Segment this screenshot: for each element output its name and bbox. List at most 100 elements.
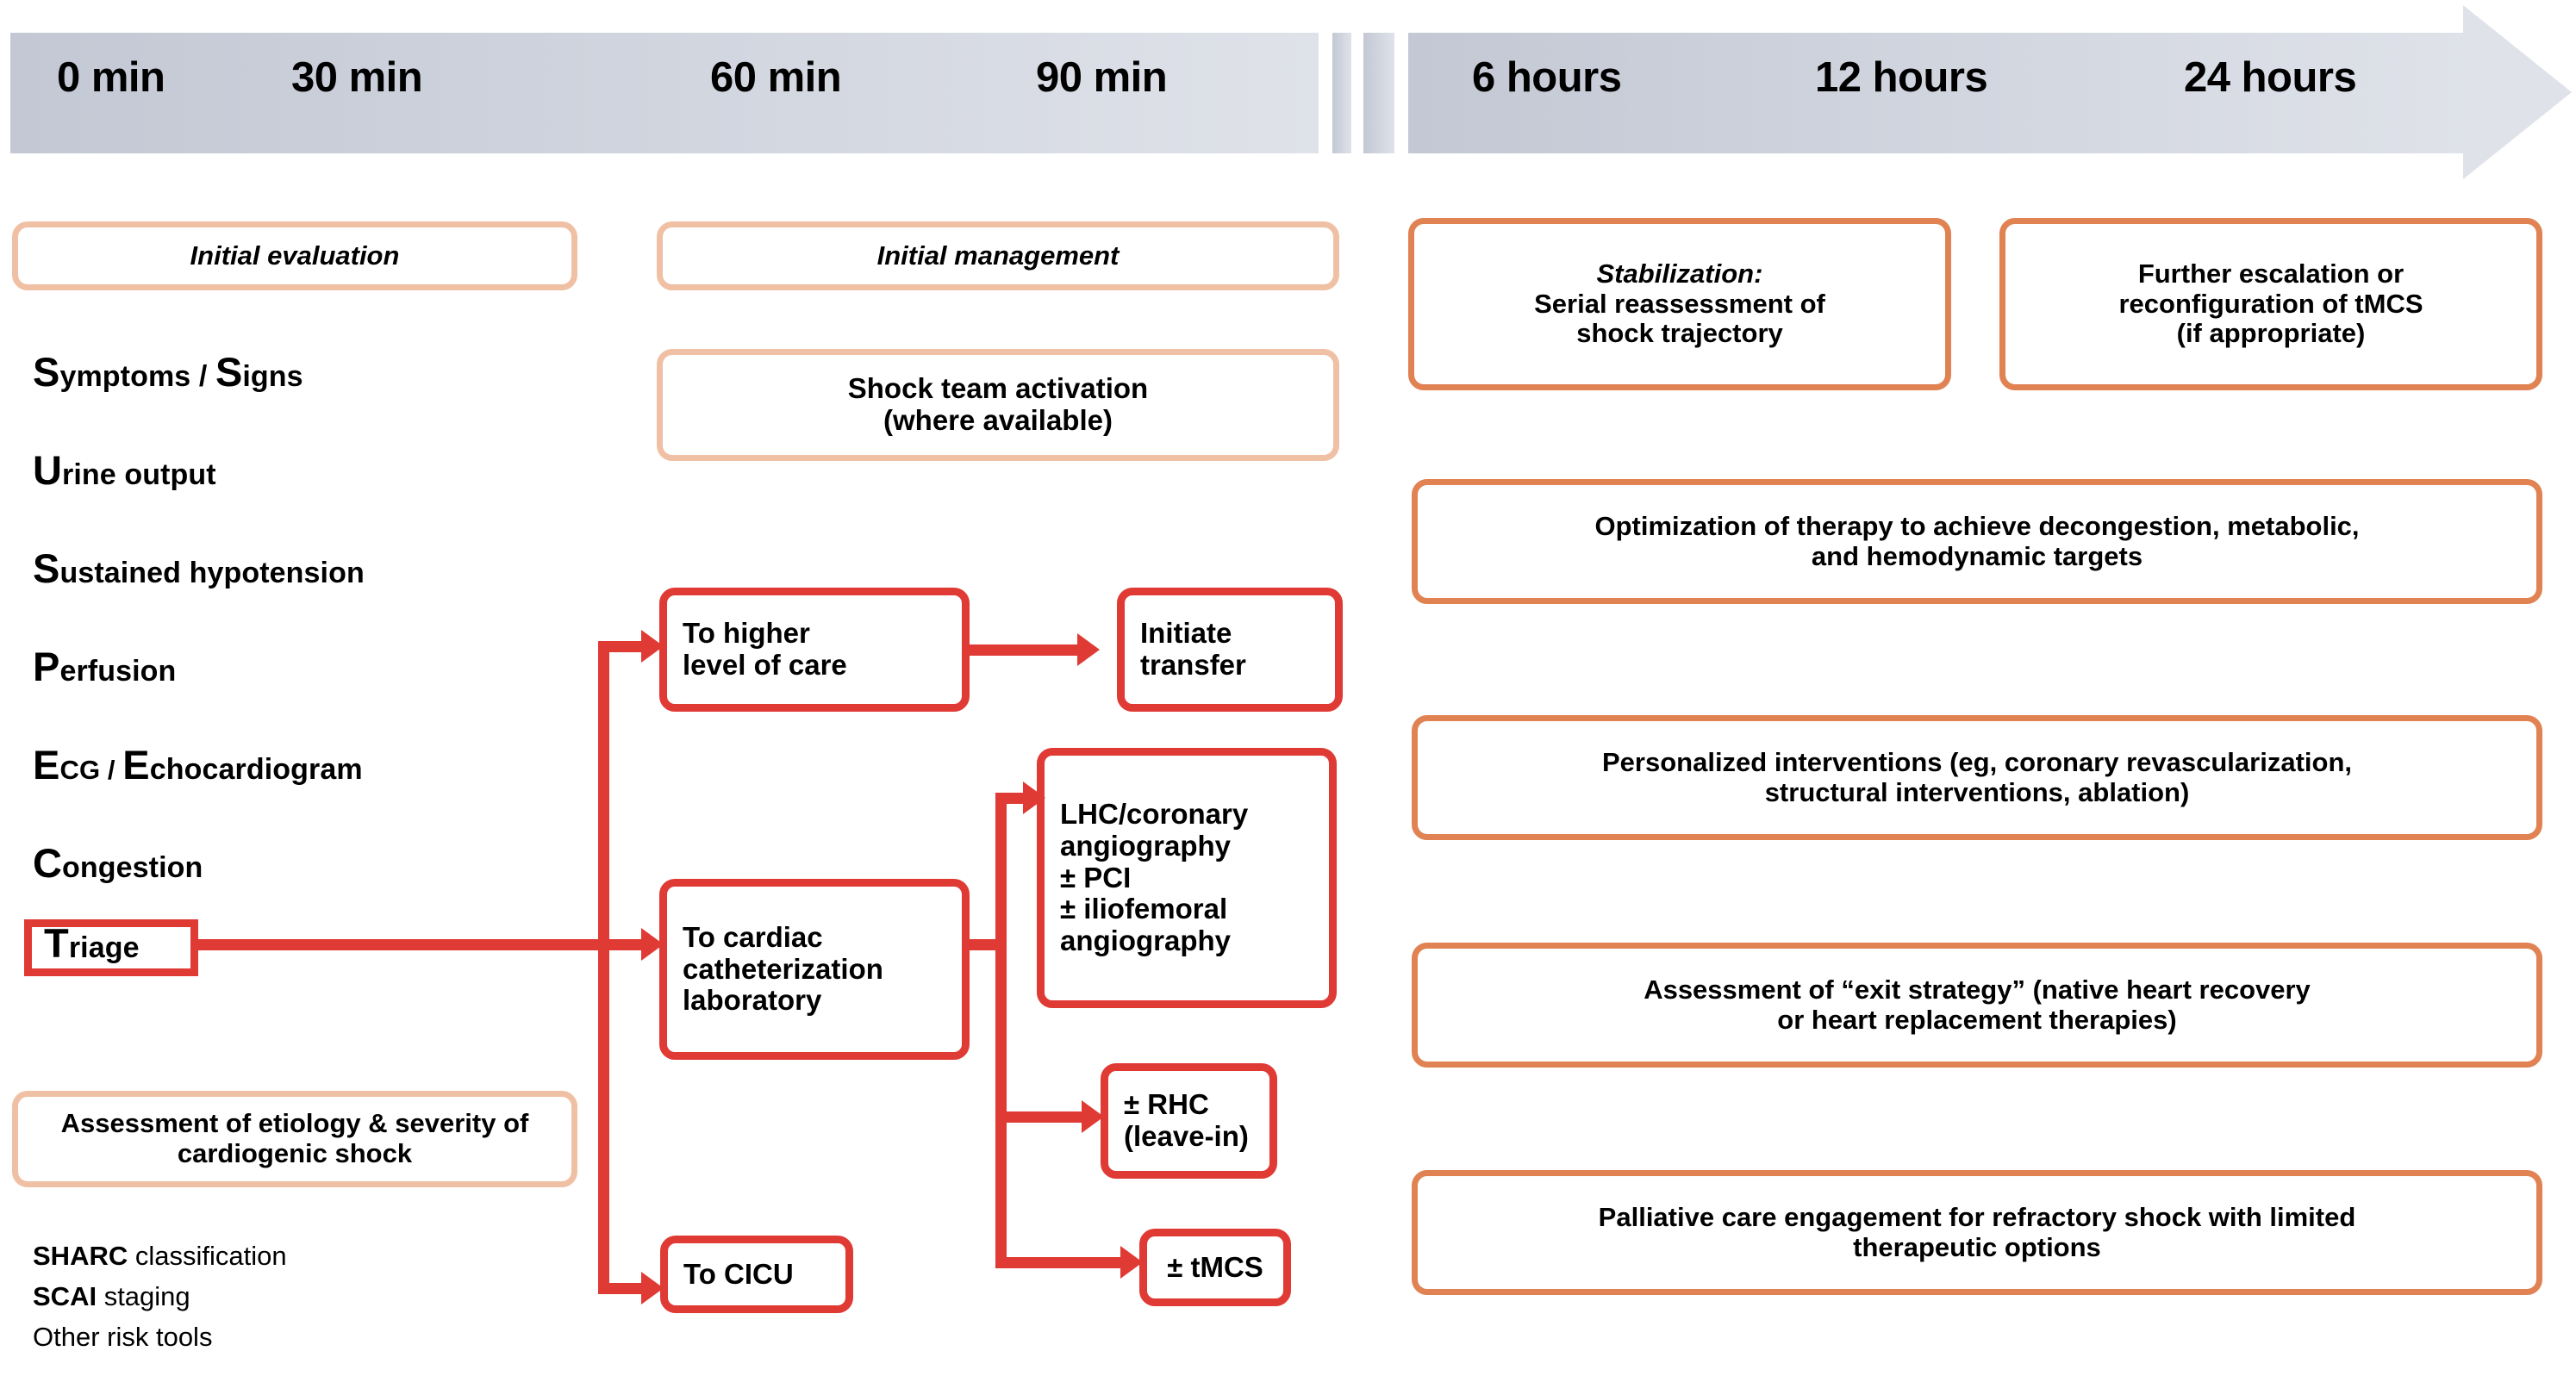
risk-tool-scai-bold: SCAI	[33, 1281, 97, 1311]
acronym-item-symptoms-signs: Symptoms / Signs	[33, 352, 303, 394]
acronym-cap-p: P	[33, 644, 60, 689]
timeline-label-6hours: 6 hours	[1472, 54, 1622, 101]
risk-tool-scai: SCAI staging	[33, 1281, 190, 1312]
risk-tool-sharc: SHARC classification	[33, 1241, 287, 1272]
acronym-cap-s3: S	[33, 545, 60, 591]
timeline-label-12hours: 12 hours	[1815, 54, 1988, 101]
shock-team-line-1: Shock team activation	[847, 372, 1149, 405]
timeline-label-24hours: 24 hours	[2184, 54, 2357, 101]
arrow-head-to-cicu-icon	[641, 1272, 664, 1304]
acronym-rest-perfusion: erfusion	[59, 655, 177, 688]
arrow-head-rhc-icon	[1082, 1100, 1104, 1133]
arrow-head-initiate-transfer-icon	[1077, 633, 1100, 666]
acronym-rest-signs: igns	[242, 360, 303, 393]
connector-trunk-to-cath-lab	[598, 939, 641, 950]
lhc-line-1: LHC/coronary	[1060, 797, 1249, 830]
initial-evaluation-header-box: Initial evaluation	[12, 221, 577, 290]
to-cath-line-2: catheterization	[683, 952, 883, 985]
acronym-cap-u: U	[33, 447, 63, 493]
acronym-item-triage: Triage	[44, 923, 140, 964]
personalized-interventions-box: Personalized interventions (eg, coronary…	[1412, 715, 2542, 840]
exit-line-2: or heart replacement therapies)	[1777, 1004, 2177, 1035]
timeline-arrow-head-icon	[2463, 5, 2572, 179]
stabilization-box: Stabilization: Serial reassessment of sh…	[1408, 218, 1951, 390]
connector-trunk2-to-lhc	[995, 793, 1032, 804]
initial-management-header-box: Initial management	[657, 221, 1339, 290]
optimization-line-2: and hemodynamic targets	[1811, 540, 2143, 571]
connector-trunk-to-cicu	[598, 1283, 641, 1294]
acronym-item-sustained-hypotension: Sustained hypotension	[33, 548, 365, 590]
initiate-transfer-box: Initiate transfer	[1117, 588, 1343, 712]
timeline-break-tick-1	[1332, 33, 1351, 153]
rhc-leave-in-box: ± RHC (leave-in)	[1101, 1063, 1277, 1179]
initiate-line-1: Initiate	[1140, 617, 1232, 650]
risk-tool-other-rest: Other risk tools	[33, 1322, 213, 1352]
timeline-segment-late	[1408, 33, 2467, 153]
connector-trunk2-vertical	[995, 793, 1007, 1268]
to-higher-line-2: level of care	[683, 649, 847, 681]
lhc-line-5: angiography	[1060, 925, 1232, 957]
to-cardiac-cath-lab-box: To cardiac catheterization laboratory	[659, 879, 970, 1060]
connector-trunk2-to-tmcs	[995, 1257, 1129, 1268]
acronym-item-ecg-echo: ECG / Echocardiogram	[33, 744, 363, 787]
risk-tool-other: Other risk tools	[33, 1322, 212, 1353]
shock-team-line-2: (where available)	[883, 404, 1113, 436]
further-escalation-box: Further escalation or reconfiguration of…	[1999, 218, 2542, 390]
acronym-rest-triage: riage	[68, 931, 140, 964]
acronym-cap-t: T	[44, 919, 69, 966]
timeline-label-90min: 90 min	[1036, 54, 1168, 101]
to-cath-line-1: To cardiac	[683, 920, 823, 953]
acronym-item-urine-output: Urine output	[33, 450, 216, 492]
timeline-segment-early	[10, 33, 1319, 153]
acronym-item-perfusion: Perfusion	[33, 646, 177, 688]
palliative-line-1: Palliative care engagement for refractor…	[1598, 1201, 2356, 1232]
acronym-item-congestion: Congestion	[33, 843, 203, 885]
arrow-head-to-cath-lab-icon	[641, 928, 664, 961]
assessment-etiology-label: Assessment of etiology & severity of car…	[60, 1108, 529, 1168]
escalation-line-3: (if appropriate)	[2176, 318, 2366, 349]
initial-management-label: Initial management	[876, 240, 1120, 271]
acronym-cap-e1: E	[33, 742, 60, 788]
acronym-rest-symptoms: ymptoms /	[59, 360, 215, 393]
acronym-cap-s2: S	[215, 349, 243, 395]
to-higher-line-1: To higher	[683, 617, 810, 650]
stabilization-line-1: Serial reassessment of	[1534, 288, 1825, 319]
stabilization-line-2: shock trajectory	[1576, 318, 1783, 349]
shock-team-activation-box: Shock team activation (where available)	[657, 349, 1339, 461]
acronym-cap-e2: E	[122, 742, 150, 788]
palliative-care-box: Palliative care engagement for refractor…	[1412, 1170, 2542, 1295]
acronym-rest-sustained: ustained hypotension	[59, 557, 365, 589]
escalation-line-1: Further escalation or	[2137, 258, 2404, 289]
risk-tool-scai-rest: staging	[97, 1281, 190, 1311]
lhc-coronary-angiography-box: LHC/coronary angiography ± PCI ± iliofem…	[1037, 748, 1337, 1008]
acronym-rest-ecg: CG /	[59, 755, 123, 785]
lhc-line-2: angiography	[1060, 829, 1232, 862]
escalation-line-2: reconfiguration of tMCS	[2118, 288, 2423, 319]
rhc-line-2: (leave-in)	[1124, 1120, 1249, 1152]
acronym-cap-s1: S	[33, 349, 60, 395]
arrow-head-tmcs-icon	[1120, 1246, 1143, 1279]
tmcs-label: ± tMCS	[1167, 1250, 1263, 1283]
acronym-cap-c: C	[33, 840, 63, 886]
acronym-rest-congestion: ongestion	[62, 851, 203, 884]
arrow-head-to-higher-level-icon	[641, 630, 664, 663]
stabilization-title: Stabilization:	[1596, 258, 1763, 289]
exit-strategy-assessment-box: Assessment of “exit strategy” (native he…	[1412, 943, 2542, 1068]
connector-trunk-to-higher-level	[598, 641, 641, 652]
rhc-line-1: ± RHC	[1124, 1088, 1209, 1121]
tmcs-box: ± tMCS	[1139, 1229, 1291, 1306]
exit-line-1: Assessment of “exit strategy” (native he…	[1644, 974, 2311, 1005]
initiate-line-2: transfer	[1140, 649, 1246, 681]
timeline-label-30min: 30 min	[291, 54, 423, 101]
connector-trunk2-to-rhc	[995, 1111, 1090, 1123]
connector-higher-level-to-transfer	[970, 644, 1077, 656]
personalized-line-2: structural interventions, ablation)	[1764, 776, 2190, 807]
risk-tool-sharc-bold: SHARC	[33, 1241, 128, 1271]
triage-box: Triage	[24, 919, 198, 976]
timeline-label-0min: 0 min	[57, 54, 165, 101]
to-higher-level-of-care-box: To higher level of care	[659, 588, 970, 712]
initial-evaluation-label: Initial evaluation	[190, 240, 400, 271]
risk-tool-sharc-rest: classification	[128, 1241, 287, 1271]
lhc-line-3: ± PCI	[1060, 861, 1132, 893]
